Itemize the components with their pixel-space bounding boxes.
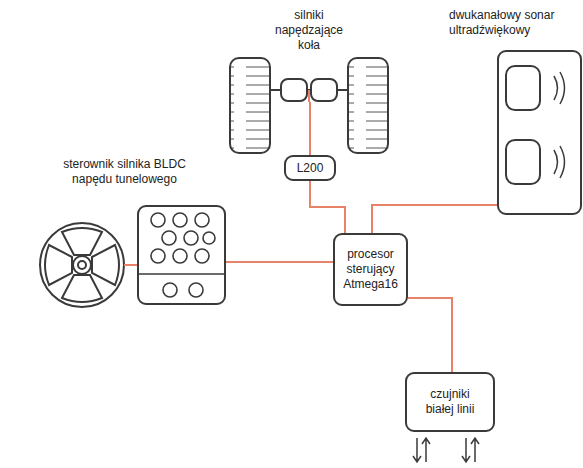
sonar-unit: dwukanałowy sonar ultradźwiękowy (497, 50, 582, 215)
processor-box: procesor sterujący Atmega16 (333, 233, 408, 306)
sensor-arrows (413, 438, 479, 462)
controller-components (139, 213, 224, 297)
connector (226, 261, 333, 263)
box-label: procesor sterujący Atmega16 (341, 247, 400, 292)
tunnel-fan (40, 223, 124, 307)
part-heading: silniki napędzające koła (271, 8, 347, 53)
part-heading: dwukanałowy sonar ultradźwiękowy (449, 8, 581, 38)
connector (372, 205, 497, 233)
connector (310, 181, 345, 233)
box-label: L200 (297, 161, 324, 176)
line-sensor-box: czujniki białej linii (405, 372, 495, 432)
wire (124, 264, 137, 266)
wheel (348, 58, 388, 153)
sonar-transducer (506, 66, 540, 110)
motor-symbol (311, 79, 337, 101)
part-heading: sterownik silnika BLDC napędu tunelowego (42, 157, 207, 187)
sound-waves (554, 72, 565, 178)
motor-driver-box: L200 (284, 155, 336, 181)
sonar-transducer (506, 140, 540, 184)
bldc-controller: sterownik silnika BLDC napędu tunelowego (137, 205, 226, 305)
connector (408, 298, 452, 372)
box-label: czujniki białej linii (422, 387, 478, 417)
connector (309, 102, 311, 155)
wire (308, 90, 310, 102)
wheel (230, 58, 270, 153)
motor-symbol (281, 79, 307, 101)
drive-motors: silniki napędzające koła (280, 78, 346, 102)
